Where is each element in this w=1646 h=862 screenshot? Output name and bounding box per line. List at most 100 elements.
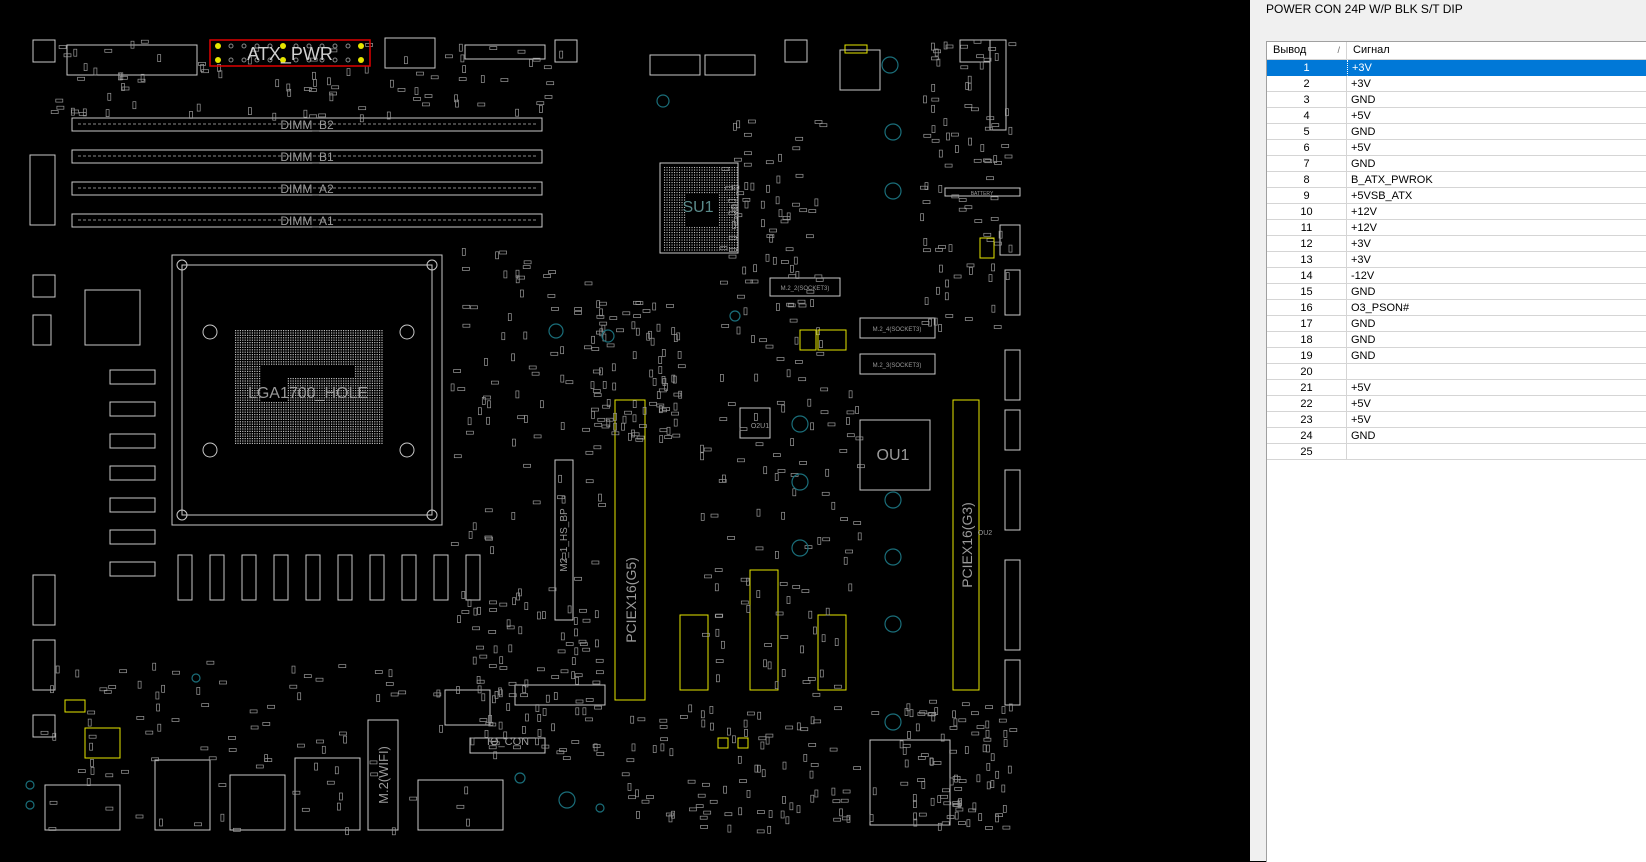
table-row[interactable]: 1+3V	[1267, 60, 1646, 76]
pin-number-cell: 20	[1267, 364, 1347, 380]
pin-number-cell: 11	[1267, 220, 1347, 236]
signal-name-cell: B_ATX_PWROK	[1347, 172, 1646, 188]
pciex16-g5-label: PCIEX16(G5)	[623, 557, 639, 643]
dimm-a2-slot	[71, 181, 543, 196]
atx-pwr-connector	[209, 39, 371, 67]
table-row[interactable]: 25	[1267, 444, 1646, 460]
signal-name-cell: GND	[1347, 284, 1646, 300]
m2-4-socket-label: M.2_4(SOCKET3)	[873, 327, 922, 333]
pin-number-cell: 15	[1267, 284, 1347, 300]
signal-name-cell: +5VSB_ATX	[1347, 188, 1646, 204]
table-row[interactable]: 22+5V	[1267, 396, 1646, 412]
column-header-pin-label: Вывод	[1273, 44, 1307, 56]
dimm-a2-label: DIMM_A2	[280, 182, 334, 196]
pcb-layout[interactable]: ATX_PWR DIMM_B2 DIMM_B1 DIMM_A2 DIMM_A1 …	[0, 0, 1250, 861]
signal-name-cell: +3V	[1347, 60, 1646, 76]
m2-hs-bp	[554, 459, 574, 621]
signal-name-cell: +5V	[1347, 108, 1646, 124]
pin-number-cell: 10	[1267, 204, 1347, 220]
pin-number-cell: 1	[1267, 60, 1347, 76]
pin-number-cell: 14	[1267, 268, 1347, 284]
signal-name-cell: GND	[1347, 316, 1646, 332]
cpu-socket-label: LGA1700_HOLE	[248, 385, 368, 402]
sort-arrow-icon: /	[1337, 45, 1340, 55]
pin-number-cell: 4	[1267, 108, 1347, 124]
pin-number-cell: 17	[1267, 316, 1347, 332]
atx-pwr-pins	[215, 43, 364, 63]
signal-name-cell: O3_PSON#	[1347, 300, 1646, 316]
pin-number-cell: 18	[1267, 332, 1347, 348]
pin-number-cell: 25	[1267, 444, 1347, 460]
table-row[interactable]: 9+5VSB_ATX	[1267, 188, 1646, 204]
board-viewer-canvas[interactable]: ATX_PWR DIMM_B2 DIMM_B1 DIMM_A2 DIMM_A1 …	[0, 0, 1250, 861]
ou2-label: OU2	[978, 530, 993, 537]
signal-name-cell: +3V	[1347, 252, 1646, 268]
signal-name-cell: GND	[1347, 92, 1646, 108]
column-header-signal[interactable]: Сигнал	[1347, 42, 1646, 59]
table-row[interactable]: 4+5V	[1267, 108, 1646, 124]
pin-number-cell: 19	[1267, 348, 1347, 364]
table-row[interactable]: 14-12V	[1267, 268, 1646, 284]
signal-name-cell: -12V	[1347, 268, 1646, 284]
table-row[interactable]: 10+12V	[1267, 204, 1646, 220]
signal-name-cell: +12V	[1347, 204, 1646, 220]
pciex16-g3-label: PCIEX16(G3)	[959, 502, 975, 588]
dimm-a1-label: DIMM_A1	[280, 214, 334, 228]
dimm-b1-slot	[71, 149, 543, 164]
component-box	[32, 39, 56, 63]
table-row[interactable]: 13+3V	[1267, 252, 1646, 268]
pin-number-cell: 3	[1267, 92, 1347, 108]
dimm-b1-label: DIMM_B1	[280, 150, 334, 164]
pin-table-header: Вывод / Сигнал	[1267, 42, 1646, 60]
table-row[interactable]: 2+3V	[1267, 76, 1646, 92]
su1-pin-array	[664, 167, 738, 251]
pin-number-cell: 7	[1267, 156, 1347, 172]
column-header-signal-label: Сигнал	[1353, 44, 1390, 56]
m2-hs-bp-label: M2_1_HS_BP	[559, 508, 570, 572]
signal-name-cell: +3V	[1347, 236, 1646, 252]
m2-3-socket-label: M.2_3(SOCKET3)	[873, 363, 922, 369]
pin-number-cell: 2	[1267, 76, 1347, 92]
table-row[interactable]: 21+5V	[1267, 380, 1646, 396]
signal-name-cell: GND	[1347, 348, 1646, 364]
small-smd-parts	[40, 39, 1018, 836]
cpu-pin-array	[235, 330, 383, 444]
pin-number-cell: 16	[1267, 300, 1347, 316]
o2u1-label: O2U1	[751, 423, 769, 430]
table-row[interactable]: 11+12V	[1267, 220, 1646, 236]
signal-name-cell: +5V	[1347, 412, 1646, 428]
pin-number-cell: 5	[1267, 124, 1347, 140]
signal-name-cell: GND	[1347, 124, 1646, 140]
io-con-label: IO_CON	[487, 736, 529, 748]
table-row[interactable]: 12+3V	[1267, 236, 1646, 252]
table-row[interactable]: 6+5V	[1267, 140, 1646, 156]
signal-name-cell: GND	[1347, 428, 1646, 444]
signal-name-cell: +5V	[1347, 380, 1646, 396]
column-header-pin[interactable]: Вывод /	[1267, 42, 1347, 59]
signal-name-cell: +5V	[1347, 140, 1646, 156]
signal-name-cell	[1347, 364, 1646, 380]
table-row[interactable]: 20	[1267, 364, 1646, 380]
pin-number-cell: 24	[1267, 428, 1347, 444]
table-row[interactable]: 23+5V	[1267, 412, 1646, 428]
m2-2-socket-label: M.2_2(SOCKET3)	[781, 286, 830, 292]
signal-name-cell: GND	[1347, 156, 1646, 172]
pin-number-cell: 6	[1267, 140, 1347, 156]
signal-name-cell: GND	[1347, 332, 1646, 348]
component-info-panel: POWER CON 24P W/P BLK S/T DIP Вывод / Си…	[1250, 0, 1646, 862]
pciex16-g5-slot	[614, 399, 646, 701]
component-title: POWER CON 24P W/P BLK S/T DIP	[1266, 2, 1463, 16]
pin-number-cell: 21	[1267, 380, 1347, 396]
ou1-label: OU1	[877, 447, 910, 464]
